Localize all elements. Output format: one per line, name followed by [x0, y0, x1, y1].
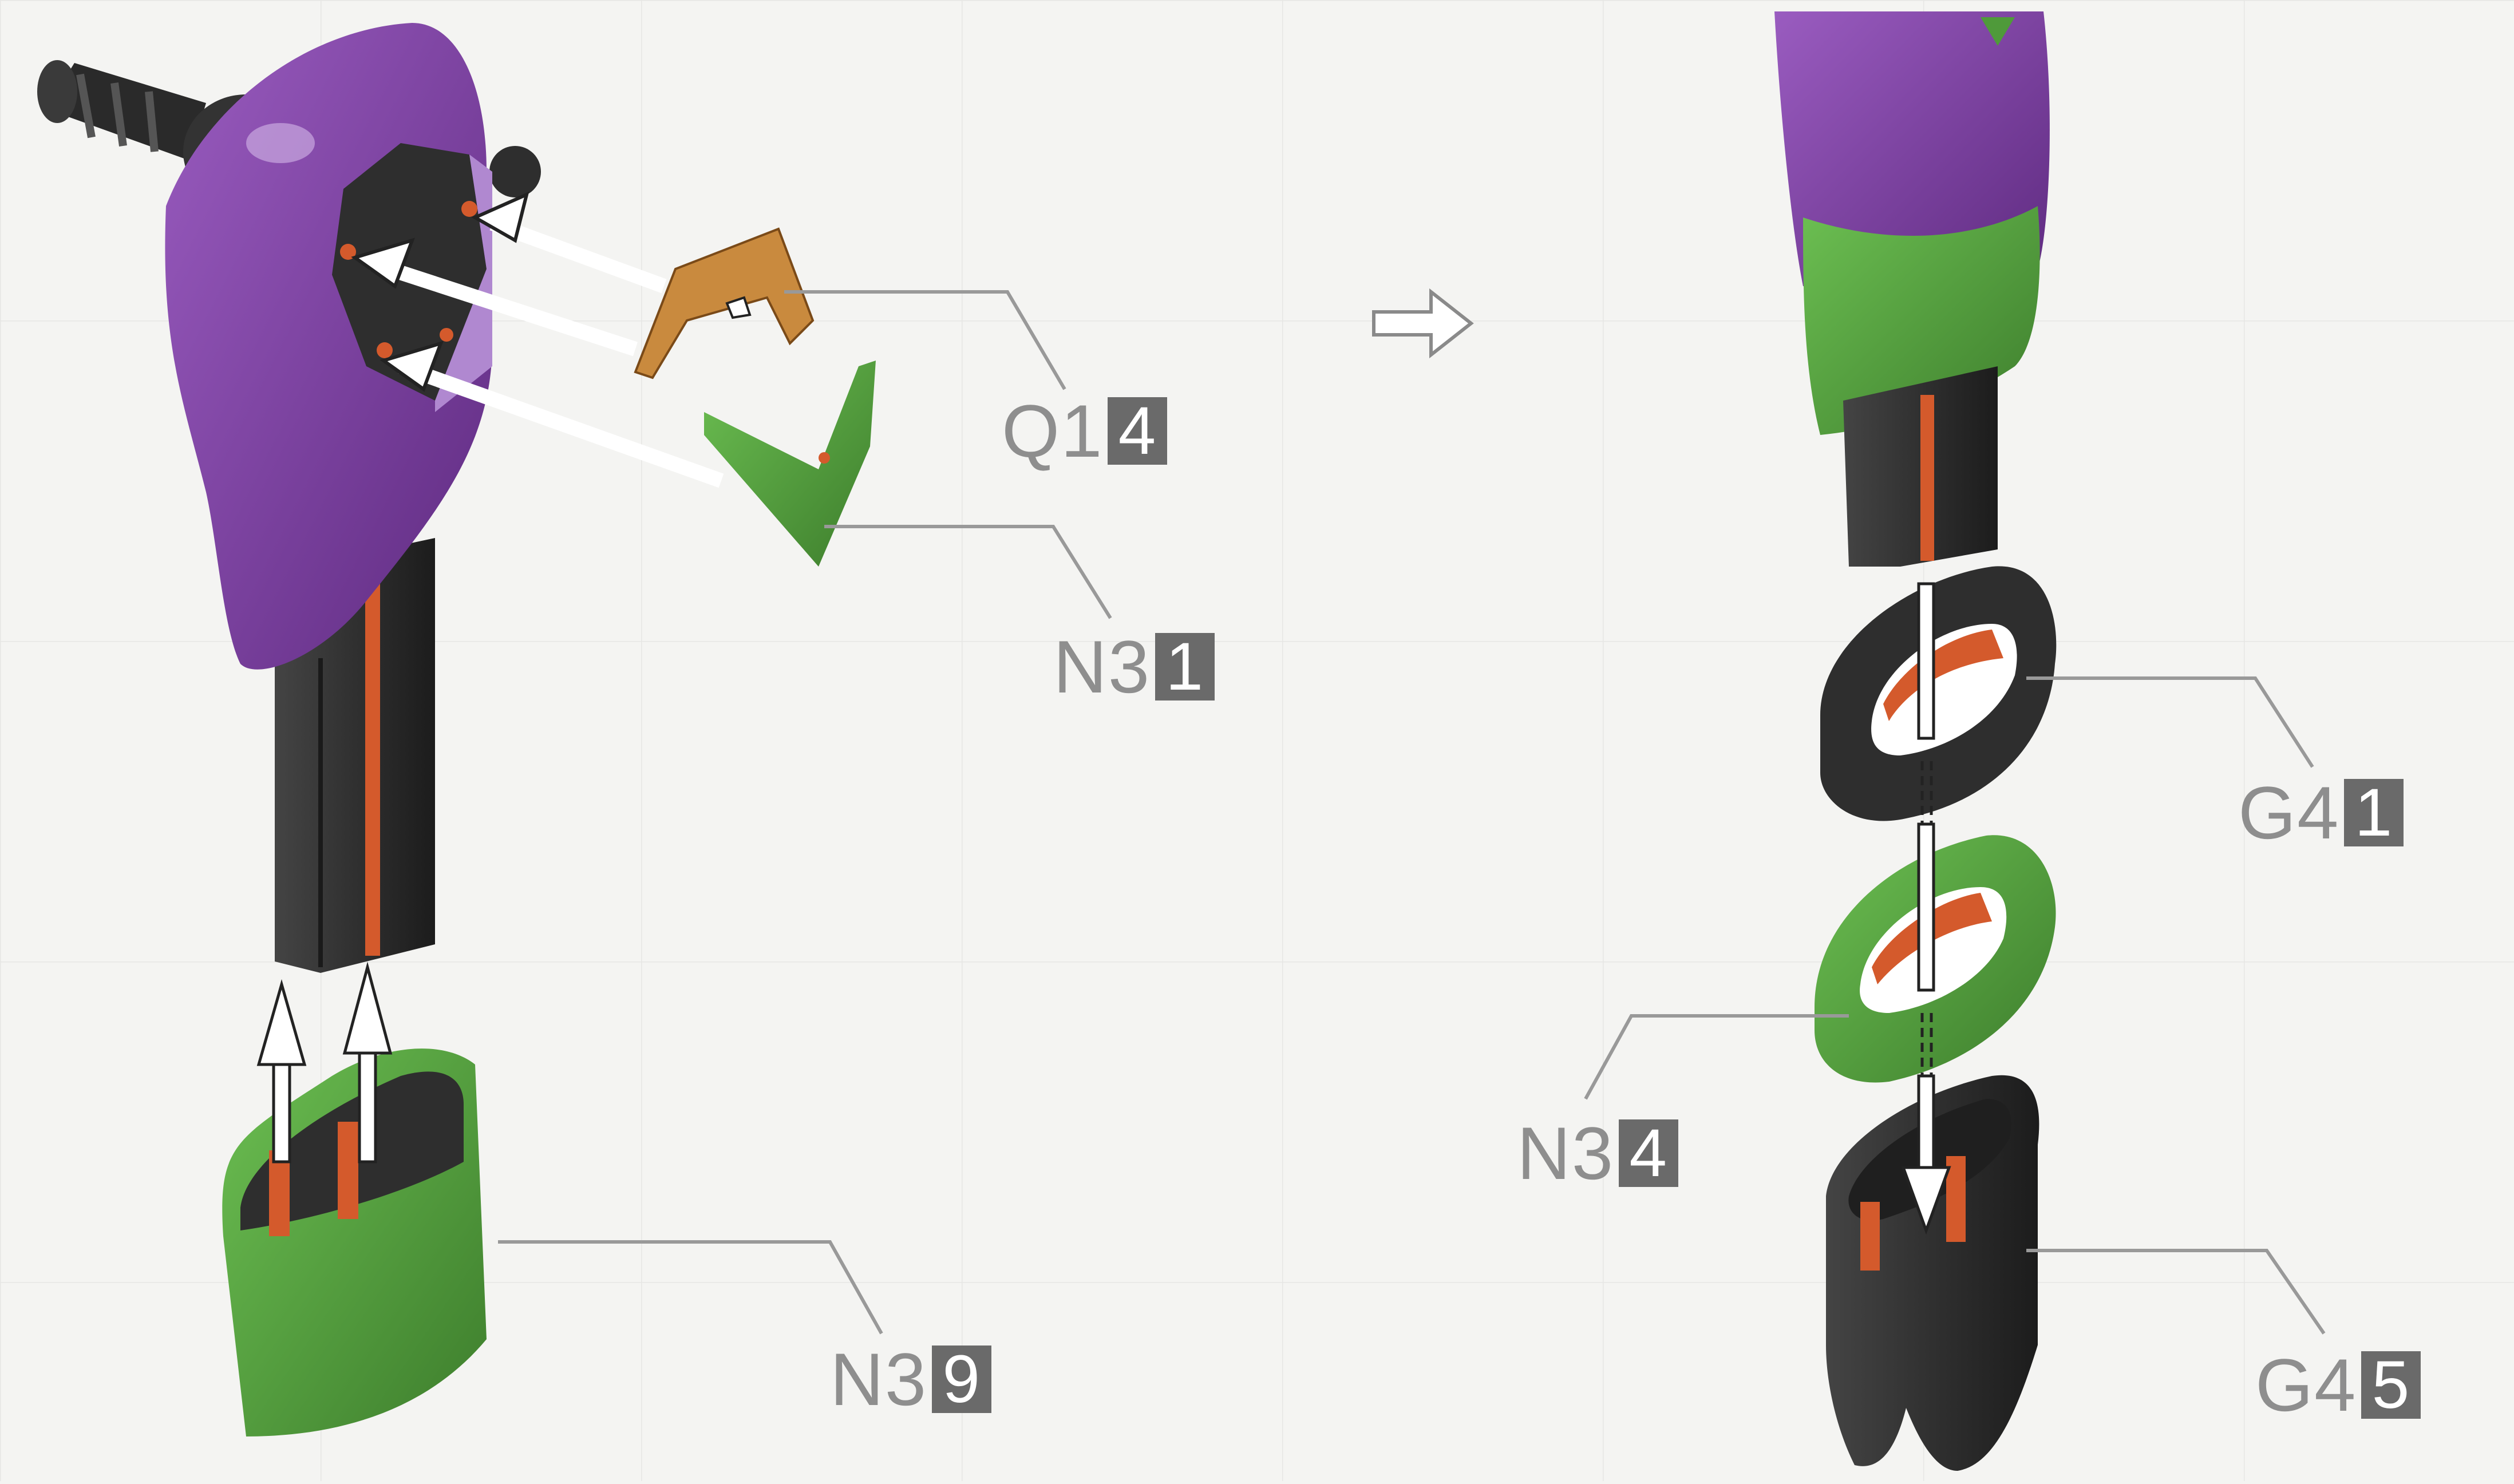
part-qty-badge: 5 [2361, 1351, 2421, 1419]
part-qty-badge: 9 [932, 1346, 991, 1413]
part-code: G4 [2238, 775, 2339, 850]
part-code: Q1 [1002, 394, 1103, 468]
part-qty-badge: 4 [1619, 1119, 1678, 1187]
part-qty-badge: 4 [1108, 397, 1167, 465]
part-code: N3 [1053, 630, 1151, 704]
part-code: N3 [830, 1342, 927, 1416]
right-post-part [1843, 366, 1998, 567]
part-label-q1: Q1 4 [1002, 394, 1167, 468]
part-qty-badge: 1 [1155, 633, 1215, 701]
part-label-g4-1: G4 1 [2238, 775, 2404, 850]
part-qty-badge: 1 [2344, 779, 2404, 846]
part-label-n3-1: N3 1 [1053, 630, 1215, 704]
part-code: G4 [2255, 1348, 2357, 1422]
part-label-n3-9: N3 9 [830, 1342, 991, 1416]
part-code: N3 [1517, 1116, 1614, 1190]
part-label-g4-5: G4 5 [2255, 1348, 2421, 1422]
part-label-n3-4: N3 4 [1517, 1116, 1678, 1190]
